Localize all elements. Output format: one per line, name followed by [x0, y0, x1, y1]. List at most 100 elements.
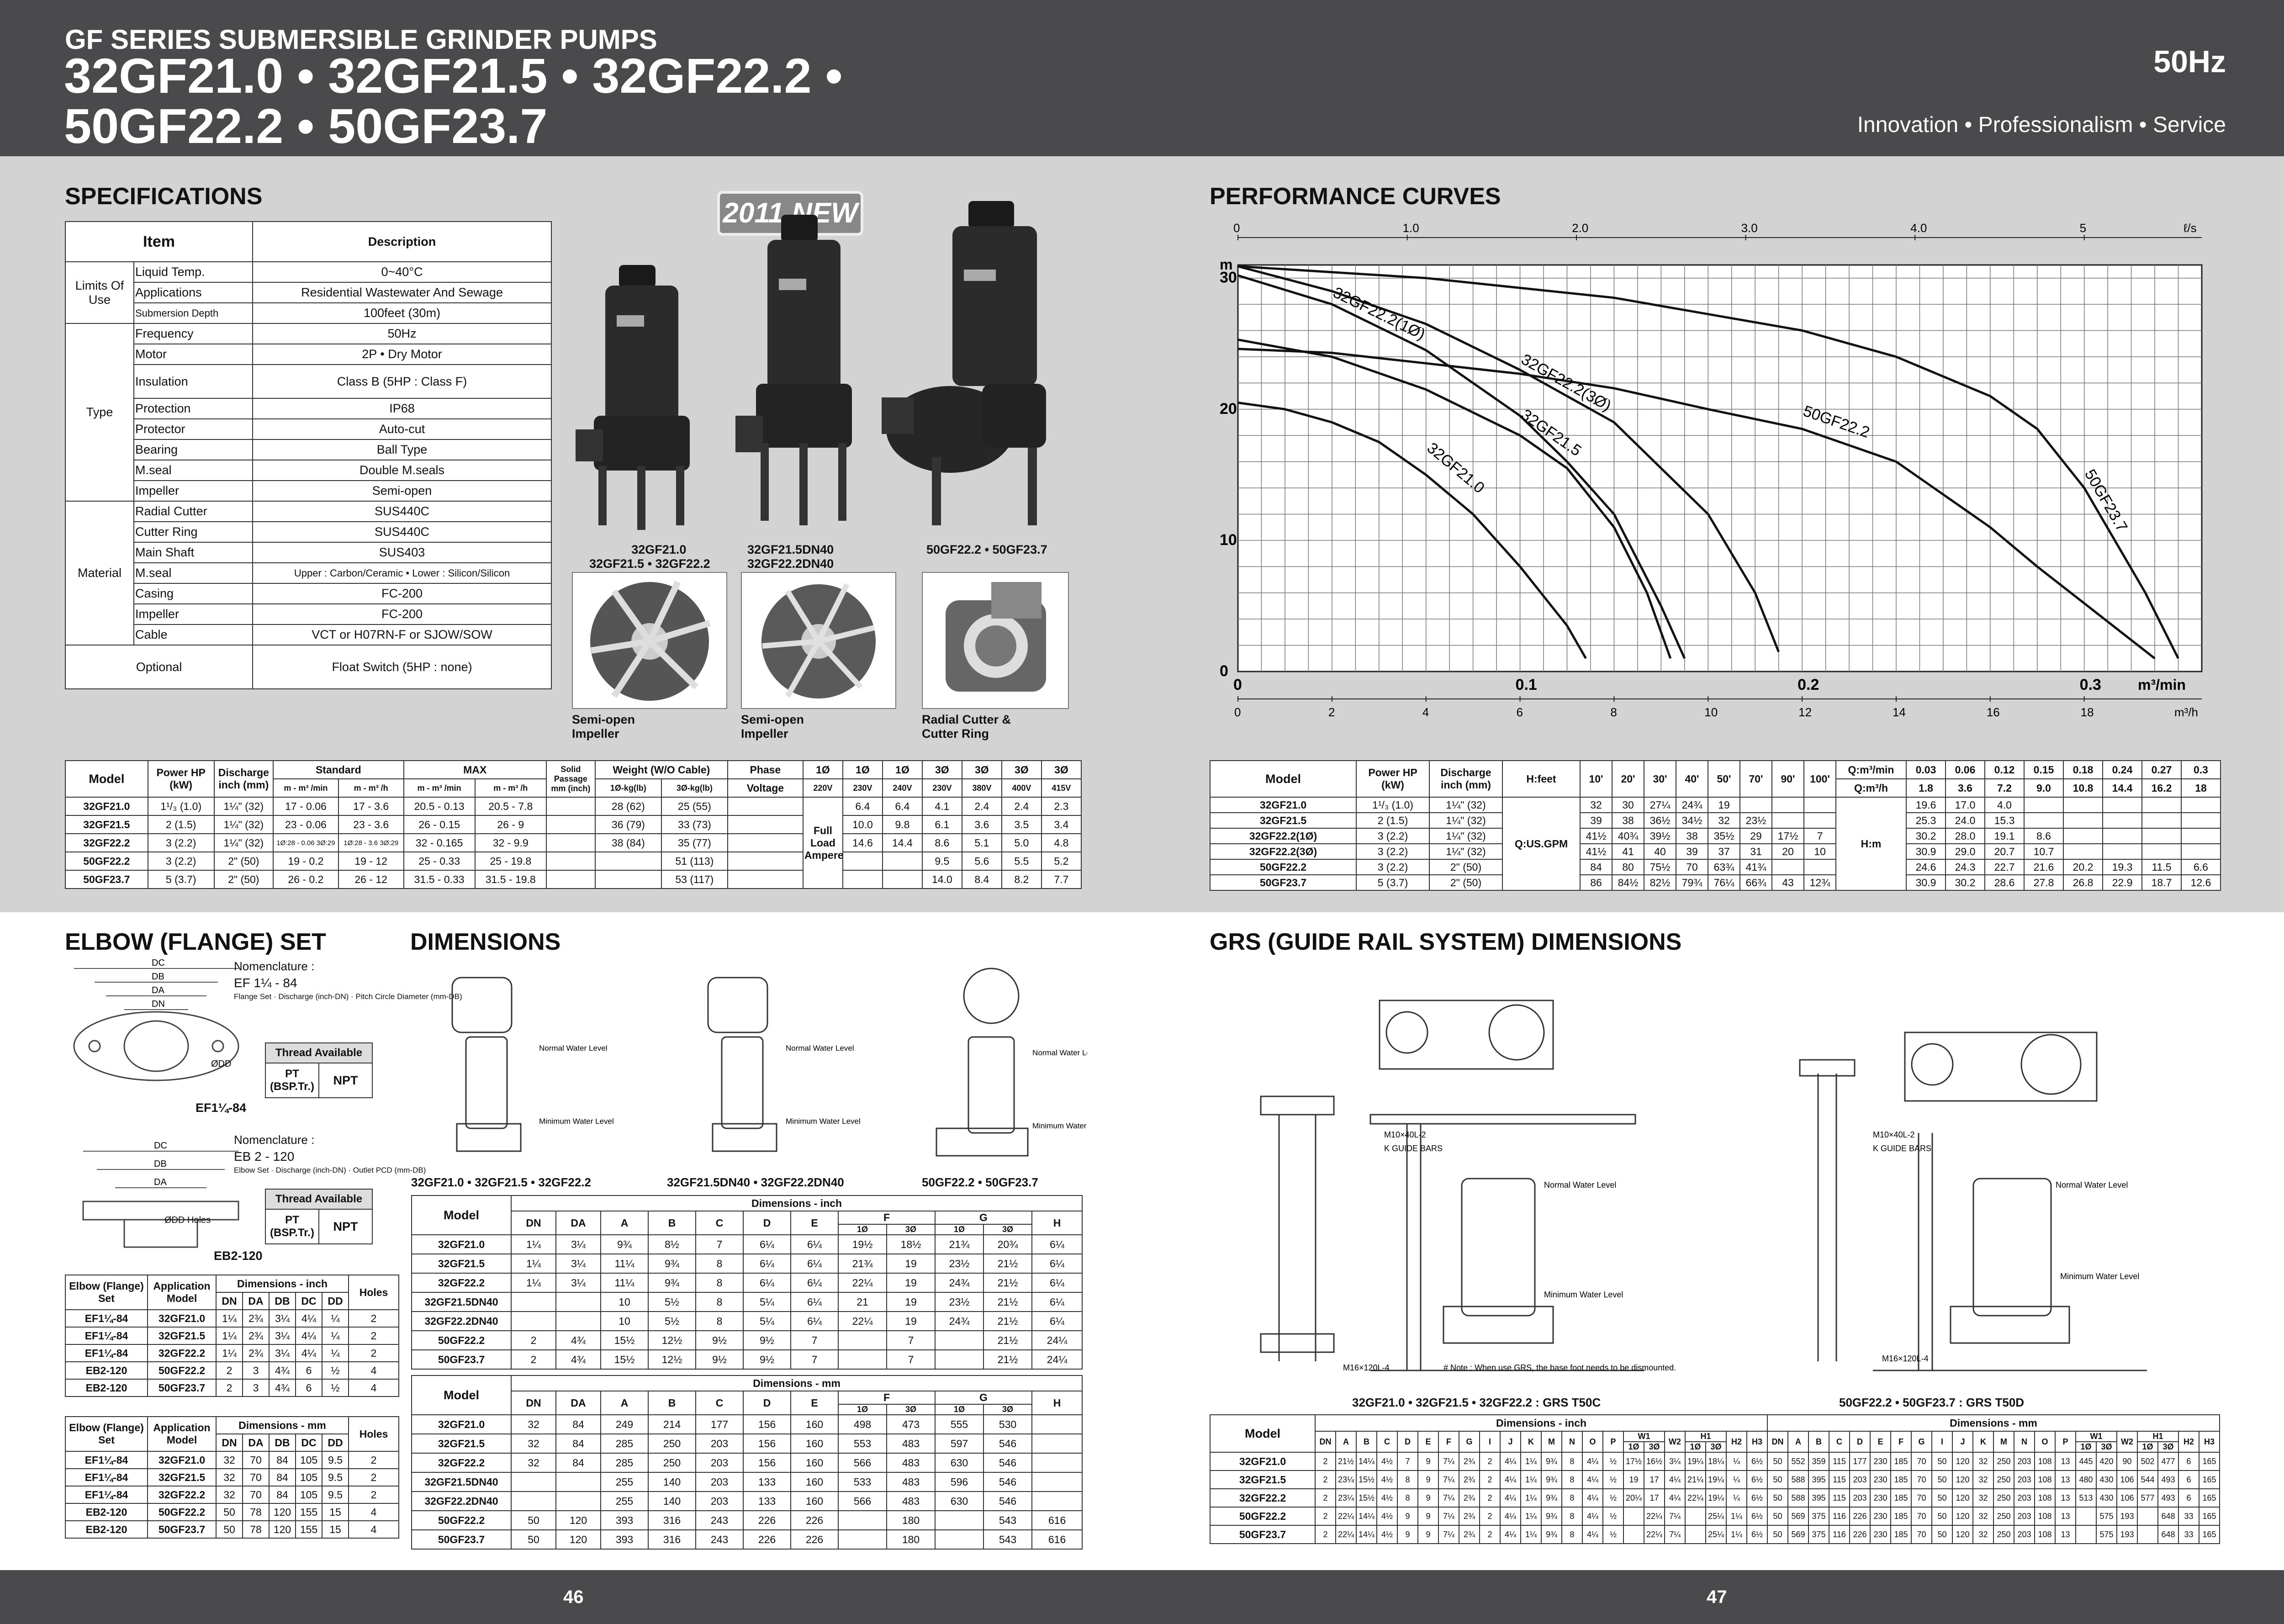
impeller-image-1	[572, 572, 727, 709]
dims-cell: 10	[600, 1311, 649, 1331]
elbow-cell: 32GF21.5	[147, 1327, 217, 1345]
grs-col: I	[1479, 1431, 1501, 1453]
dims-cell: 214	[648, 1414, 696, 1434]
grs-col: M	[1993, 1431, 2014, 1453]
grs-cell: 430	[2096, 1488, 2117, 1508]
perf-head-feet: 10'	[1580, 760, 1613, 798]
model-cell: 4.8	[1041, 833, 1082, 852]
nomenclature-code-eb: EB 2 - 120	[234, 1149, 295, 1164]
normal-level-label: Normal Water Level	[786, 1044, 854, 1053]
dims-cell: 140	[648, 1491, 696, 1511]
dims-cell: 546	[983, 1472, 1032, 1492]
chart-mid-tick-label: 0.2	[1798, 676, 1819, 693]
elbow-head-set: Elbow (Flange) Set	[65, 1416, 148, 1452]
dims-cell: 226	[790, 1529, 839, 1550]
mt-head-discharge: Discharge inch (mm)	[213, 760, 274, 798]
chart-top-unit: ℓ/s	[2184, 221, 2197, 235]
dims-cell: 140	[648, 1472, 696, 1492]
dims-cell: 250	[648, 1453, 696, 1473]
perf-head-value	[2181, 843, 2221, 860]
grs-col: W1	[1623, 1431, 1665, 1442]
chart-top-tick-label: 5	[2080, 221, 2086, 235]
grs-sub: 1Ø	[2137, 1441, 2158, 1453]
dims-cell: 32GF21.0	[411, 1234, 512, 1254]
grs-cell: 20¼	[1623, 1488, 1644, 1508]
dims-cell: 285	[600, 1453, 649, 1473]
dims-cell: 32GF22.2	[411, 1273, 512, 1293]
model-cell-blank	[727, 833, 804, 852]
perf-head-value: 29.0	[1945, 843, 1985, 860]
bolt-label: M10×40L-2	[1384, 1130, 1426, 1139]
grs-cell: 8	[1561, 1452, 1583, 1471]
perf-head-feet: 90'	[1771, 760, 1804, 798]
grs-cell: 108	[2034, 1507, 2056, 1526]
spec-group: Limits Of Use	[65, 261, 134, 324]
elbow-cell: 3	[242, 1379, 270, 1397]
dims-col: B	[648, 1211, 696, 1235]
grs-cell: 4¼	[1500, 1507, 1521, 1526]
grs-cell: 21½	[1335, 1452, 1357, 1471]
dims-col: H	[1031, 1211, 1083, 1235]
grs-cell: 32	[1972, 1507, 1994, 1526]
pump-image-32gf21-dn40	[735, 215, 852, 525]
mt-sub: m - m³ /min	[273, 778, 339, 798]
dims-cell: 4¾	[555, 1330, 601, 1350]
grs-cell: 13	[2055, 1470, 2076, 1489]
grs-cell: 22¼	[1644, 1507, 1665, 1526]
dims-cell: 23½	[935, 1254, 984, 1274]
perf-cell: 12¾	[1803, 874, 1836, 891]
chart-bottom-tick-label: 10	[1704, 705, 1718, 719]
dims-cell	[555, 1472, 601, 1492]
impeller-image-2	[741, 572, 896, 709]
perf-cell: 1¹/₃ (1.0)	[1356, 797, 1430, 813]
chart-bottom-tick-label: 8	[1610, 705, 1617, 719]
dims-cell: 4¾	[555, 1349, 601, 1370]
spec-value: 2P • Dry Motor	[252, 344, 552, 365]
grs-cell: 493	[2157, 1470, 2179, 1489]
model-cell: 3 (2.2)	[147, 852, 215, 871]
performance-curves-heading: PERFORMANCE CURVES	[1210, 183, 1501, 210]
grs-cell: 203	[2014, 1525, 2035, 1544]
model-cell: 1¼" (32)	[213, 797, 274, 816]
grs-cell: 106	[2116, 1470, 2138, 1489]
grs-cell	[2137, 1525, 2158, 1544]
dims-cell: 50GF22.2	[411, 1330, 512, 1350]
perf-cell: 24¾	[1676, 797, 1708, 813]
model-cell	[594, 870, 662, 889]
model-cell: 31.5 - 0.33	[403, 870, 476, 889]
grs-cell: 120	[1952, 1488, 1973, 1508]
grs-model: 50GF23.7	[1210, 1525, 1316, 1544]
elbow-cell: 4¾	[269, 1379, 296, 1397]
perf-cell	[1803, 859, 1836, 875]
model-cell: 2" (50)	[213, 870, 274, 889]
grs-cell: 9¾	[1541, 1488, 1562, 1508]
elbow-cell: 70	[242, 1468, 270, 1486]
grs-dimensions-heading: GRS (GUIDE RAIL SYSTEM) DIMENSIONS	[1210, 929, 1682, 955]
dims-cell: 226	[743, 1529, 791, 1550]
elbow-cell: 78	[242, 1503, 270, 1521]
dims-cell: 21¾	[838, 1254, 887, 1274]
chart-bottom-tick-label: 0	[1234, 705, 1241, 719]
dim-label-dn: DN	[152, 999, 165, 1009]
grs-cell: 19¼	[1685, 1452, 1706, 1471]
dims-cell: 21	[838, 1292, 887, 1312]
dims-cell: 8	[695, 1254, 744, 1274]
elbow-cell: 50GF23.7	[147, 1520, 217, 1539]
dims-col: DA	[555, 1211, 601, 1235]
dims-cell: 285	[600, 1434, 649, 1454]
elbow-cell: ½	[321, 1379, 349, 1397]
grs-col: H2	[2178, 1431, 2199, 1453]
grs-head-inch: Dimensions - inch	[1315, 1414, 1768, 1432]
grs-note: # Note : When use GRS, the base foot nee…	[1443, 1363, 1676, 1372]
grs-cell: 203	[2014, 1488, 2035, 1508]
dims-cell	[935, 1349, 984, 1370]
mt-head-max: MAX	[403, 760, 547, 779]
perf-cell: 27¼	[1644, 797, 1676, 813]
dims-cell: 32GF21.5DN40	[411, 1472, 512, 1492]
